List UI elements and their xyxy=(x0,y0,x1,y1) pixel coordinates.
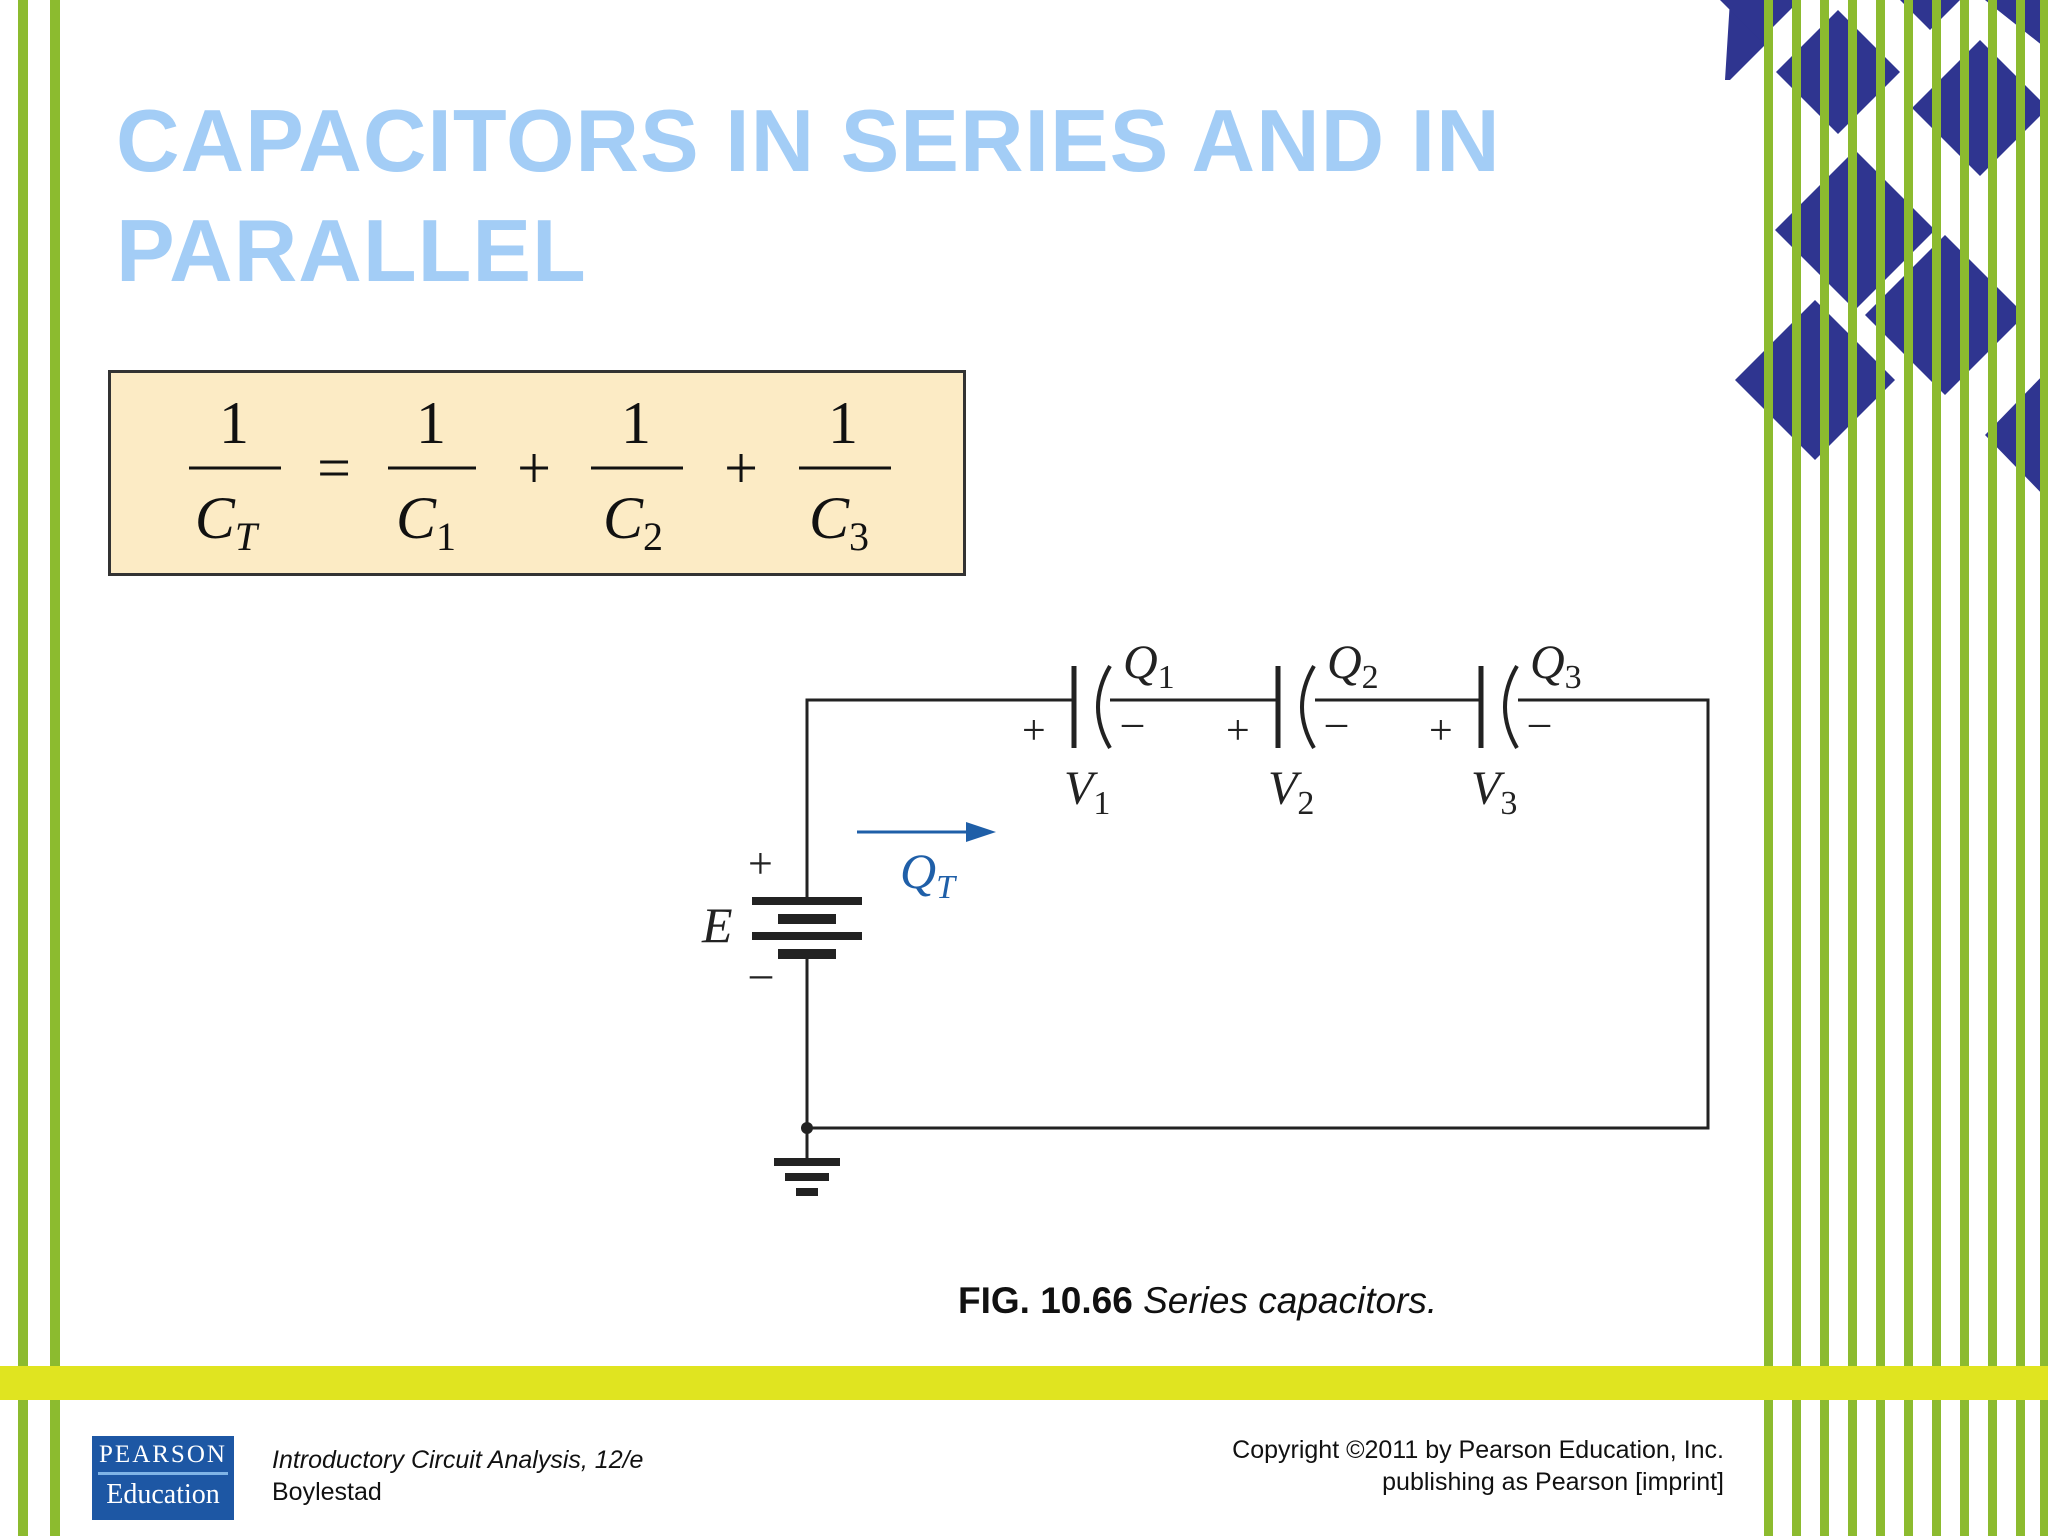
pearson-logo: PEARSON Education xyxy=(92,1436,234,1520)
right-stripe xyxy=(1904,0,1913,1536)
cap1-plus: + xyxy=(1022,708,1046,754)
ground-symbol xyxy=(774,1158,840,1196)
equals-sign: = xyxy=(317,435,351,501)
battery-plus: + xyxy=(748,839,773,888)
right-stripe xyxy=(1876,0,1885,1536)
cap3-plus: + xyxy=(1429,708,1453,754)
wire-left-top xyxy=(805,698,1073,900)
diamond xyxy=(1775,150,1935,310)
cap2-plus: + xyxy=(1226,708,1250,754)
diamond xyxy=(1776,10,1900,134)
cap3-minus: – xyxy=(1528,700,1551,746)
right-stripe xyxy=(1932,0,1941,1536)
series-capacitor-circuit: Q1 Q2 Q3 + – + – + – V1 V2 V3 QT + – xyxy=(701,636,1710,1196)
source-label: E xyxy=(701,897,733,953)
formula-box: 1 CT = 1 C1 + 1 C2 + 1 C3 xyxy=(108,370,966,576)
copyright-line-1: Copyright ©2011 by Pearson Education, In… xyxy=(1232,1436,1724,1464)
logo-rule xyxy=(98,1472,228,1475)
charge-flow-arrow xyxy=(857,822,996,842)
right-stripe xyxy=(1988,0,1997,1536)
term3-numerator: 1 xyxy=(828,390,858,456)
plus-sign-1: + xyxy=(517,435,551,501)
diamond-pattern xyxy=(1720,0,2048,500)
total-charge-label: QT xyxy=(900,843,957,906)
term1-numerator: 1 xyxy=(416,390,446,456)
cap2-charge-label: Q2 xyxy=(1327,636,1379,696)
right-stripe xyxy=(1848,0,1857,1536)
term1-denominator: C1 xyxy=(396,485,456,559)
cap1-voltage-label: V1 xyxy=(1064,762,1110,822)
lhs-denominator: CT xyxy=(195,485,260,559)
diamond xyxy=(1735,300,1895,460)
capacitor-3 xyxy=(1478,664,1519,750)
right-stripe xyxy=(1960,0,1969,1536)
diamond xyxy=(1912,40,2048,176)
term3-denominator: C3 xyxy=(809,485,869,559)
diamond xyxy=(1725,0,1770,80)
junction-dot xyxy=(801,1122,813,1134)
lhs-numerator: 1 xyxy=(219,390,249,456)
book-title: Introductory Circuit Analysis, 12/e xyxy=(272,1446,644,1474)
right-stripe xyxy=(1820,0,1829,1536)
left-stripe xyxy=(50,0,60,1536)
right-stripe xyxy=(1792,0,1801,1536)
cap3-voltage-label: V3 xyxy=(1471,762,1517,822)
battery-minus: – xyxy=(749,949,773,998)
figure-number: FIG. 10.66 xyxy=(958,1280,1133,1321)
copyright-line-2: publishing as Pearson [imprint] xyxy=(1382,1468,1724,1496)
cap1-charge-label: Q1 xyxy=(1123,636,1175,696)
right-stripes xyxy=(1764,0,2048,1536)
cap2-minus: – xyxy=(1325,700,1348,746)
slide-title: CAPACITORS IN SERIES AND IN PARALLEL xyxy=(116,86,1616,306)
figure-text: Series capacitors. xyxy=(1143,1280,1438,1321)
series-capacitance-formula: 1 CT = 1 C1 + 1 C2 + 1 C3 xyxy=(189,390,891,559)
diamond xyxy=(1720,0,1800,40)
diamond xyxy=(1985,370,2048,500)
term2-numerator: 1 xyxy=(621,390,651,456)
right-stripe xyxy=(2016,0,2025,1536)
wire-right-bottom xyxy=(807,698,1710,1130)
title-line-1: CAPACITORS IN SERIES AND IN xyxy=(116,91,1501,190)
cap3-charge-label: Q3 xyxy=(1530,636,1582,696)
diamond xyxy=(1900,0,1960,30)
diamond xyxy=(1985,0,2048,50)
book-author: Boylestad xyxy=(272,1478,382,1506)
right-stripe xyxy=(2040,0,2048,1536)
logo-top-text: PEARSON xyxy=(99,1441,227,1468)
title-line-2: PARALLEL xyxy=(116,201,587,300)
capacitor-2 xyxy=(1275,664,1316,750)
left-stripes xyxy=(18,0,60,1536)
figure-caption: FIG. 10.66 Series capacitors. xyxy=(958,1280,1437,1322)
term2-denominator: C2 xyxy=(603,485,663,559)
copyright-notice: Copyright ©2011 by Pearson Education, In… xyxy=(1232,1434,1724,1498)
cap2-voltage-label: V2 xyxy=(1268,762,1314,822)
plus-sign-2: + xyxy=(724,435,758,501)
right-stripe xyxy=(1764,0,1773,1536)
battery-source xyxy=(752,897,862,959)
book-info: Introductory Circuit Analysis, 12/e Boyl… xyxy=(272,1444,643,1508)
capacitor-1 xyxy=(1071,664,1112,750)
logo-bottom-text: Education xyxy=(106,1479,220,1510)
left-stripe xyxy=(18,0,28,1536)
diamond xyxy=(1865,235,2025,395)
footer-band xyxy=(0,1366,2048,1400)
cap1-minus: – xyxy=(1121,700,1144,746)
